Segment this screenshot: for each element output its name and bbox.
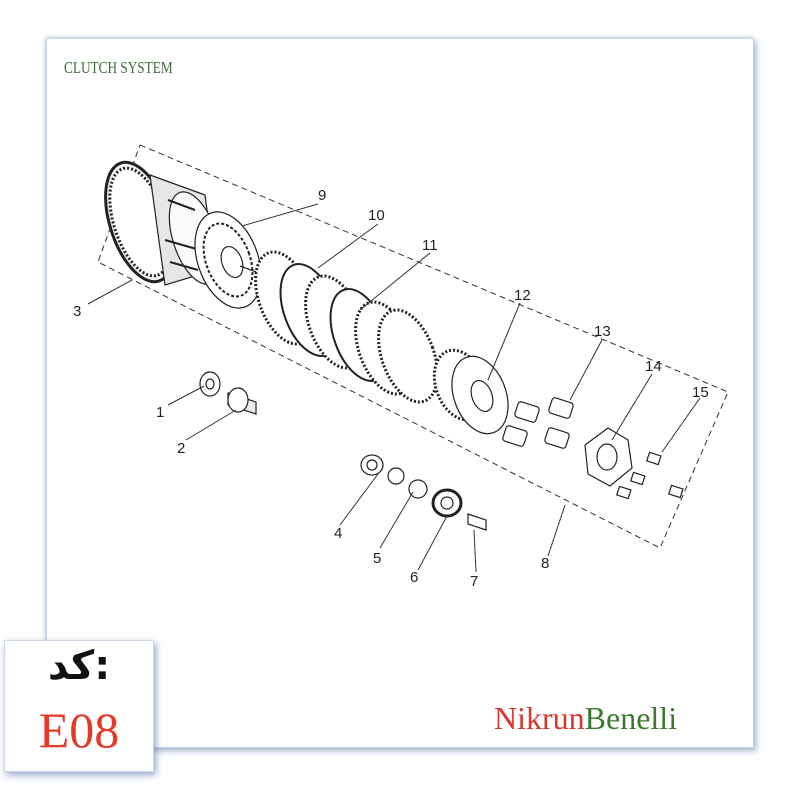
callout-15: 15 — [692, 384, 709, 401]
callout-13: 13 — [594, 323, 611, 340]
callout-3: 3 — [73, 303, 81, 320]
callout-5: 5 — [373, 550, 381, 567]
assembly-boundary — [97, 144, 729, 549]
part-code-value: E08 — [38, 702, 120, 758]
shaft-small-parts — [360, 454, 487, 531]
callout-10: 10 — [368, 207, 385, 224]
washer-and-bush — [199, 371, 257, 415]
clutch-plate-stack — [254, 250, 439, 404]
brand-logo: NikrunBenelli — [494, 700, 677, 737]
clutch-hub — [432, 348, 509, 435]
brand-part2: Benelli — [584, 700, 678, 736]
callout-2: 2 — [177, 440, 185, 457]
diagram-title: CLUTCH SYSTEM — [64, 58, 173, 77]
callout-6: 6 — [410, 569, 418, 586]
pressure-plate — [584, 427, 633, 487]
callout-1: 1 — [156, 404, 164, 421]
callout-14: 14 — [645, 358, 662, 375]
part-code-label: کد: — [47, 643, 111, 689]
brand-part1: Nikrun — [494, 700, 585, 736]
pressure-gear-plate — [194, 211, 263, 309]
part-code-box: کد: E08 — [4, 640, 154, 772]
callout-12: 12 — [514, 287, 531, 304]
callout-11: 11 — [422, 237, 438, 254]
clutch-springs — [502, 397, 574, 449]
leader-lines — [87, 203, 701, 573]
callout-4: 4 — [334, 525, 342, 542]
bolts — [615, 451, 684, 500]
callout-8: 8 — [541, 555, 549, 572]
callout-9: 9 — [318, 187, 326, 204]
callout-7: 7 — [470, 573, 478, 590]
